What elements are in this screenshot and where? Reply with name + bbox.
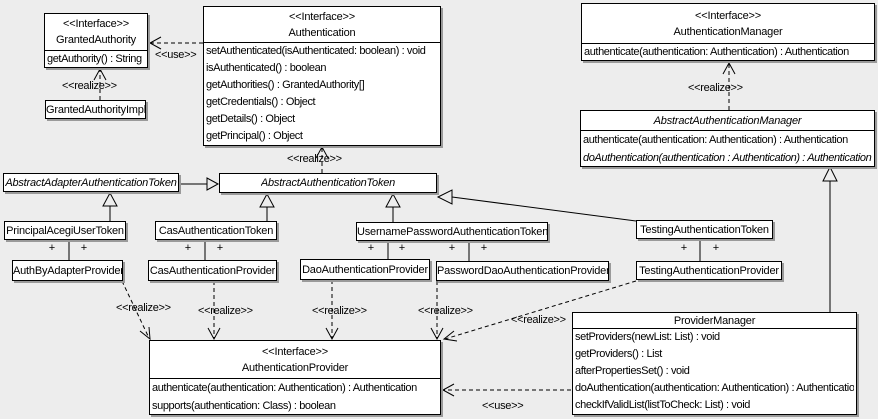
class-granted-authority: <<Interface>> GrantedAuthority getAuthor… <box>44 13 148 68</box>
edge-label-realize: <<realize>> <box>688 82 743 94</box>
edge-label-use: <<use>> <box>482 400 524 412</box>
edge-assoc-usernametoken-daoprovider: + + <box>368 241 405 259</box>
class-name: AuthenticationManager <box>673 25 783 38</box>
class-name: AuthByAdapterProvider <box>13 264 122 277</box>
method-label: supports(authentication: Class) : boolea… <box>152 400 336 412</box>
edge-label-realize: <<realize>> <box>198 305 253 317</box>
class-provider-manager: ProviderManager setProviders(newList: Li… <box>572 312 857 415</box>
class-name: GrantedAuthority <box>56 34 136 46</box>
class-name: PasswordDaoAuthenticationProvider <box>437 265 608 277</box>
edge-label-use: <<use>> <box>155 49 197 61</box>
class-name: Authentication <box>288 26 356 39</box>
svg-text:+: + <box>217 242 223 254</box>
edge-gen-providermanager-abstractmanager <box>822 165 838 312</box>
edge-label-realize: <<realize>> <box>287 153 342 165</box>
class-name: AbstractAdapterAuthenticationToken <box>5 176 177 189</box>
svg-text:+: + <box>449 242 455 254</box>
edge-use-providermanager-authenticationprovider <box>441 383 571 397</box>
method-label: afterPropertiesSet() : void <box>575 365 690 377</box>
class-name: DaoAuthenticationProvider <box>302 263 428 276</box>
edge-gen-testingtoken-abstracttoken <box>436 189 637 222</box>
method-label: getPrincipal() : Object <box>206 130 303 142</box>
edge-gen-principal-abstractadapter <box>102 191 118 221</box>
svg-text:+: + <box>368 242 374 254</box>
method-label: setProviders(newList: List) : void <box>575 331 720 343</box>
class-abstract-authentication-manager: AbstractAuthenticationManager authentica… <box>580 110 875 167</box>
method-label: doAuthentication(authentication: Authent… <box>575 382 854 394</box>
class-name: AuthenticationProvider <box>241 361 349 374</box>
method-label: authenticate(authentication: Authenticat… <box>152 382 417 394</box>
svg-text:+: + <box>185 242 191 254</box>
svg-text:+: + <box>713 242 719 254</box>
method-label: doAuthentication(authentication : Authen… <box>583 152 872 164</box>
method-label: getAuthorities() : GrantedAuthority[] <box>206 79 365 91</box>
edge-use-authentication-grantedauthority <box>148 36 203 50</box>
class-abstract-authentication-token: AbstractAuthenticationToken <box>219 173 437 193</box>
stereotype-label: <<Interface>> <box>695 9 761 22</box>
edge-gen-usernametoken-abstracttoken <box>385 192 401 222</box>
svg-text:+: + <box>81 242 87 254</box>
class-name: CasAuthenticationProvider <box>149 264 276 277</box>
edge-label-realize: <<realize>> <box>62 80 117 92</box>
stereotype-label: <<Interface>> <box>262 345 328 358</box>
method-label: getCredentials() : Object <box>206 96 316 108</box>
class-name: ProviderManager <box>673 315 756 327</box>
svg-text:+: + <box>49 242 55 254</box>
class-name: AbstractAuthenticationToken <box>260 177 396 189</box>
stereotype-label: <<Interface>> <box>63 18 129 30</box>
class-granted-authority-impl: GrantedAuthorityImpl <box>45 100 146 119</box>
class-username-password-authentication-token: UsernamePasswordAuthenticationToken <box>356 222 548 241</box>
class-name: TestingAuthenticationToken <box>640 223 769 236</box>
class-testing-authentication-provider: TestingAuthenticationProvider <box>636 261 782 280</box>
class-cas-authentication-token: CasAuthenticationToken <box>155 221 277 240</box>
class-authentication-manager: <<Interface>> AuthenticationManager auth… <box>581 3 875 61</box>
method-label: authenticate(authentication: Authenticat… <box>583 134 848 146</box>
edge-label-realize: <<realize>> <box>418 305 473 317</box>
class-name: GrantedAuthorityImpl <box>46 103 145 116</box>
stereotype-label: <<Interface>> <box>289 10 355 23</box>
class-name: AbstractAuthenticationManager <box>653 114 802 127</box>
edge-assoc-principal-authbyadapter: + + <box>49 240 87 260</box>
method-label: isAuthenticated() : boolean <box>206 62 327 74</box>
class-name: PrincipalAcegiUserToken <box>6 224 124 237</box>
edge-label-realize: <<realize>> <box>116 302 171 314</box>
edge-assoc-usernametoken-passworddao: + + <box>449 241 487 261</box>
class-auth-by-adapter-provider: AuthByAdapterProvider <box>12 260 123 281</box>
method-label: getAuthority() : String <box>47 53 142 65</box>
edge-assoc-testingtoken-testingprovider: + + <box>681 239 719 261</box>
edge-assoc-castoken-casprovider: + + <box>185 240 223 260</box>
edge-gen-castoken-abstracttoken <box>259 192 275 221</box>
class-authentication-provider: <<Interface>> AuthenticationProvider aut… <box>149 340 441 415</box>
class-password-dao-authentication-provider: PasswordDaoAuthenticationProvider <box>436 261 609 281</box>
svg-text:+: + <box>481 242 487 254</box>
class-name: TestingAuthenticationProvider <box>639 264 779 277</box>
method-label: setAuthenticated(isAuthenticated: boolea… <box>206 45 426 57</box>
method-label: authenticate(authentication: Authenticat… <box>584 46 849 58</box>
edge-label-realize: <<realize>> <box>312 305 367 317</box>
svg-text:+: + <box>681 242 687 254</box>
class-authentication: <<Interface>> Authentication setAuthenti… <box>203 6 441 146</box>
edge-gen-abstractadapter-abstracttoken <box>179 177 220 191</box>
method-label: getDetails() : Object <box>206 113 295 125</box>
method-label: checkIfValidList(listToCheck: List) : vo… <box>575 399 750 411</box>
svg-text:+: + <box>399 242 405 254</box>
class-abstract-adapter-authentication-token: AbstractAdapterAuthenticationToken <box>3 173 179 192</box>
class-name: UsernamePasswordAuthenticationToken <box>357 225 547 238</box>
method-label: getProviders() : List <box>575 348 662 360</box>
class-dao-authentication-provider: DaoAuthenticationProvider <box>300 259 430 280</box>
class-principal-acegi-user-token: PrincipalAcegiUserToken <box>4 221 126 240</box>
class-testing-authentication-token: TestingAuthenticationToken <box>636 220 773 239</box>
class-cas-authentication-provider: CasAuthenticationProvider <box>148 260 277 281</box>
class-name: CasAuthenticationToken <box>158 224 274 237</box>
edge-label-realize: <<realize>> <box>511 314 566 326</box>
